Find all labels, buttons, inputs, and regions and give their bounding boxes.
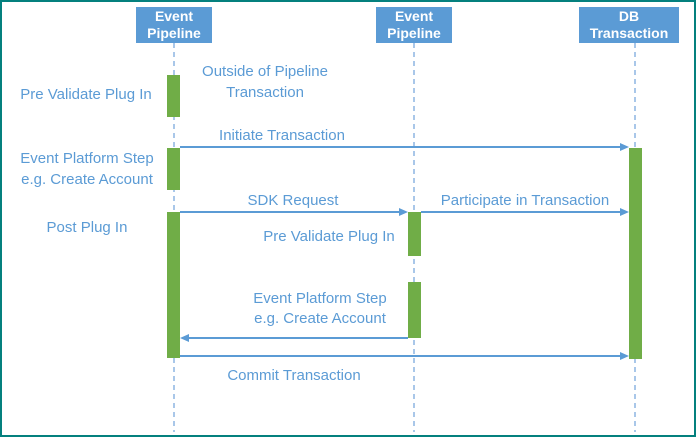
message-arrow-participate-in-transaction (421, 208, 629, 216)
note-outside-of-pipeline-transaction: Outside of Pipeline Transaction (202, 63, 328, 101)
activation-bar-event-platform-step (167, 148, 180, 190)
activation-bar-pre-validate (167, 75, 180, 117)
actor-box-event-pipeline-1: Event Pipeline (136, 7, 212, 43)
actor-box-event-pipeline-2: Event Pipeline (376, 7, 452, 43)
label-event-platform-step: Event Platform Step e.g. Create Account (20, 150, 154, 188)
arrowhead-icon (180, 334, 189, 342)
label-post-plug-in: Post Plug In (46, 219, 128, 236)
message-label-participate-in-transaction: Participate in Transaction (440, 192, 610, 209)
arrowhead-icon (620, 143, 629, 151)
activation-bar-pipeline2-event-platform-step (408, 282, 421, 338)
activation-bar-db-transaction (629, 148, 642, 359)
label-pipeline2-event-platform-step: Event Platform Step e.g. Create Account (253, 290, 387, 327)
actor-box-db-transaction: DB Transaction (579, 7, 679, 43)
message-arrow-initiate-transaction (180, 143, 629, 151)
message-label-initiate-transaction: Initiate Transaction (219, 127, 345, 144)
message-arrow-sdk-request (180, 208, 408, 216)
message-label-commit-transaction: Commit Transaction (227, 367, 361, 384)
label-pre-validate-plug-in: Pre Validate Plug In (20, 86, 152, 103)
arrowhead-icon (399, 208, 408, 216)
message-arrow-commit-transaction (180, 352, 629, 360)
arrowhead-icon (620, 352, 629, 360)
activation-bar-pipeline2-pre-validate (408, 212, 421, 256)
activation-bar-post-plug-in (167, 212, 180, 358)
message-label-sdk-request: SDK Request (247, 192, 339, 209)
label-pipeline2-pre-validate-plug-in: Pre Validate Plug In (263, 228, 395, 245)
arrowhead-icon (620, 208, 629, 216)
message-arrow-return-to-pipeline1 (180, 334, 408, 342)
